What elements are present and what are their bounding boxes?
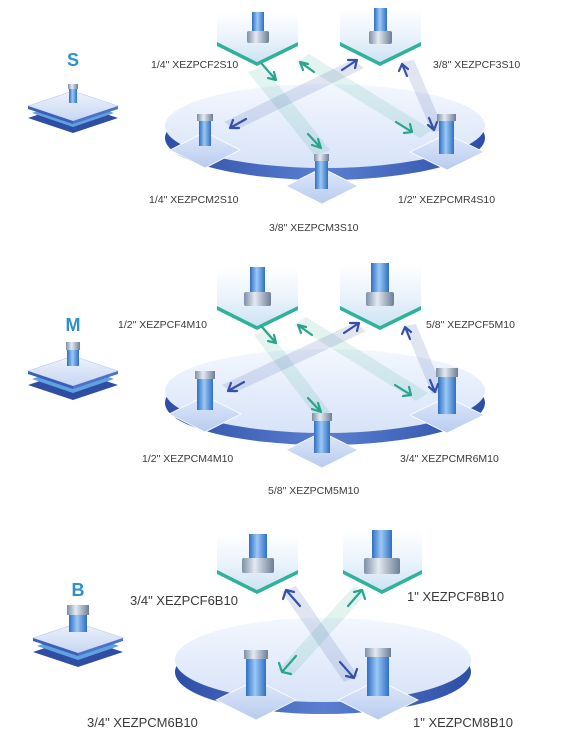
stacked-plates-icon-m — [28, 342, 118, 400]
female-coupling-tile-1-b — [343, 530, 422, 594]
label-top-right-m: 5/8" XEZPCF5M10 — [426, 319, 515, 331]
size-letter-s: S — [67, 50, 79, 70]
section-m: M — [28, 263, 515, 497]
label-top-left-b: 3/4" XEZPCF6B10 — [130, 593, 238, 608]
female-coupling-tile-3-4-b — [217, 534, 298, 594]
label-bottom-right-m: 3/4" XEZPCMR6M10 — [400, 453, 499, 465]
section-s: S — [28, 8, 520, 234]
female-coupling-tile-1-2-m — [217, 267, 298, 330]
label-bottom-center-m: 5/8" XEZPCM5M10 — [268, 485, 359, 497]
size-letter-m: M — [66, 315, 81, 335]
label-bottom-right-s: 1/2" XEZPCMR4S10 — [398, 194, 495, 206]
label-top-left-s: 1/4" XEZPCF2S10 — [151, 59, 238, 71]
female-coupling-tile-1-4-s — [217, 12, 298, 66]
section-b: B — [33, 530, 513, 730]
label-bottom-left-s: 1/4" XEZPCM2S10 — [149, 194, 239, 206]
label-bottom-right-b: 1" XEZPCM8B10 — [413, 715, 513, 730]
stacked-plates-icon-b — [33, 605, 123, 667]
size-letter-b: B — [72, 580, 85, 600]
label-top-right-b: 1" XEZPCF8B10 — [407, 589, 504, 604]
label-top-right-s: 3/8" XEZPCF3S10 — [433, 59, 520, 71]
stacked-plates-icon-s — [28, 84, 118, 133]
female-coupling-tile-5-8-m — [340, 263, 421, 330]
label-bottom-left-m: 1/2" XEZPCM4M10 — [142, 453, 233, 465]
label-bottom-left-b: 3/4" XEZPCM6B10 — [87, 715, 198, 730]
label-bottom-center-s: 3/8" XEZPCM3S10 — [269, 222, 359, 234]
label-top-left-m: 1/2" XEZPCF4M10 — [118, 319, 207, 331]
female-coupling-tile-3-8-s — [340, 8, 421, 66]
